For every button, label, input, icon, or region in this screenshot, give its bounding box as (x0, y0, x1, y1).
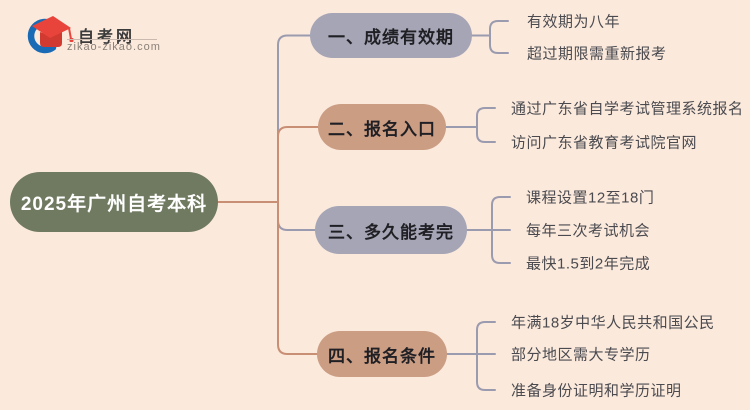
branch-node-registration-entry: 二、报名入口 (318, 104, 446, 150)
branch-node-score-validity: 一、成绩有效期 (310, 13, 472, 58)
leaf-item: 超过期限需重新报考 (527, 45, 667, 63)
leaf-item: 访问广东省教育考试院官网 (511, 134, 698, 152)
site-name: 自考网 (78, 29, 136, 46)
leaf-item: 年满18岁中华人民共和国公民 (511, 314, 715, 332)
leaf-item: 部分地区需大专学历 (511, 346, 651, 364)
branch-node-registration-conditions: 四、报名条件 (317, 331, 447, 377)
leaf-item: 每年三次考试机会 (526, 222, 651, 240)
site-url: zikao-zikao.com (67, 41, 161, 53)
leaf-item: 准备身份证明和学历证明 (511, 382, 682, 400)
mindmap-root-node: 2025年广州自考本科 (10, 172, 218, 232)
site-logo: 自考网 zikao-zikao.com (25, 12, 175, 62)
logo-divider (67, 39, 157, 40)
leaf-item: 通过广东省自学考试管理系统报名 (511, 100, 744, 118)
leaf-item: 最快1.5到2年完成 (526, 255, 651, 273)
leaf-item: 课程设置12至18门 (526, 189, 655, 207)
branch-node-completion-time: 三、多久能考完 (315, 206, 467, 254)
leaf-item: 有效期为八年 (527, 13, 621, 31)
graduation-cap-icon (27, 16, 74, 54)
